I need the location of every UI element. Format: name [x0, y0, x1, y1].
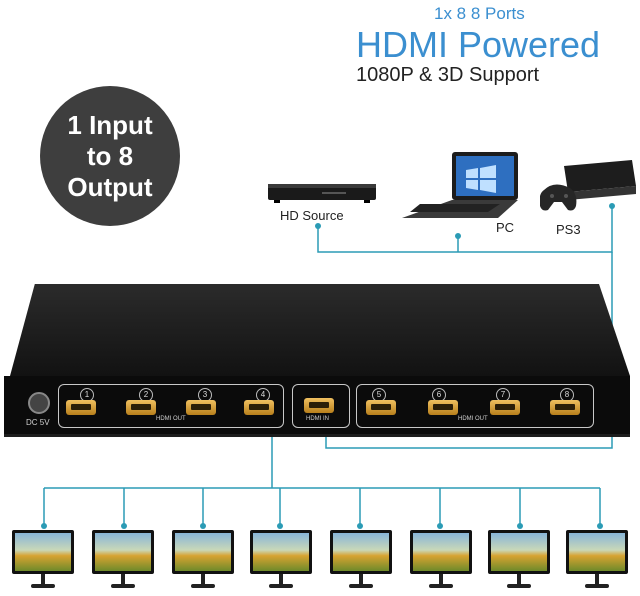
tv-base	[429, 584, 453, 588]
tv-stand	[439, 574, 443, 584]
hdmi-out-port-8	[550, 400, 580, 415]
hdmi-out-port-7	[490, 400, 520, 415]
tv-display-1	[12, 530, 74, 588]
tv-stand	[201, 574, 205, 584]
tv-base	[191, 584, 215, 588]
hdmi-out-label-left: HDMI OUT	[156, 416, 186, 422]
hdmi-out-port-6	[428, 400, 458, 415]
switch-box-top	[10, 284, 630, 376]
hd-source-label: HD Source	[280, 208, 344, 223]
tv-stand	[359, 574, 363, 584]
tv-stand	[595, 574, 599, 584]
dc-power-port	[28, 392, 50, 414]
hdmi-out-port-5	[366, 400, 396, 415]
tv-screen-icon	[410, 530, 472, 574]
input-output-badge: 1 Input to 8 Output	[40, 86, 180, 226]
tv-base	[585, 584, 609, 588]
tv-screen-icon	[92, 530, 154, 574]
tv-display-5	[330, 530, 392, 588]
tv-base	[349, 584, 373, 588]
output-ports-frame-left	[58, 384, 284, 428]
tv-display-2	[92, 530, 154, 588]
ps3-console-icon	[540, 160, 636, 211]
tv-stand	[121, 574, 125, 584]
headline: HDMI Powered	[356, 24, 601, 65]
tv-display-3	[172, 530, 234, 588]
ports-line: 1x 8 8 Ports	[434, 4, 525, 23]
hdmi-in-label: HDMI IN	[306, 416, 329, 422]
tv-base	[507, 584, 531, 588]
tv-base	[111, 584, 135, 588]
hdmi-out-port-3	[186, 400, 216, 415]
hdmi-out-label-right: HDMI OUT	[458, 416, 488, 422]
tv-screen-icon	[250, 530, 312, 574]
tv-display-4	[250, 530, 312, 588]
tv-base	[269, 584, 293, 588]
hdmi-out-port-1	[66, 400, 96, 415]
ps3-label: PS3	[556, 222, 581, 237]
hdmi-in-port	[304, 398, 334, 413]
tv-screen-icon	[566, 530, 628, 574]
badge-line-3: Output	[67, 171, 153, 202]
badge-line-2: to 8	[86, 140, 134, 171]
tv-stand	[41, 574, 45, 584]
tv-display-8	[566, 530, 628, 588]
input-port-frame	[292, 384, 350, 428]
tv-stand	[279, 574, 283, 584]
badge-line-1: 1 Input	[67, 109, 153, 140]
tv-stand	[517, 574, 521, 584]
tv-screen-icon	[330, 530, 392, 574]
tv-screen-icon	[12, 530, 74, 574]
tv-display-7	[488, 530, 550, 588]
laptop-icon	[402, 152, 518, 218]
tv-base	[31, 584, 55, 588]
hdmi-out-port-2	[126, 400, 156, 415]
output-ports-frame-right	[356, 384, 594, 428]
source-bus-line	[317, 206, 613, 253]
tv-display-6	[410, 530, 472, 588]
tv-screen-icon	[488, 530, 550, 574]
bluray-player-icon	[268, 184, 376, 203]
hdmi-out-port-4	[244, 400, 274, 415]
pc-label: PC	[496, 220, 515, 235]
subline: 1080P & 3D Support	[356, 64, 540, 86]
tv-screen-icon	[172, 530, 234, 574]
dc-label: DC 5V	[26, 418, 50, 427]
